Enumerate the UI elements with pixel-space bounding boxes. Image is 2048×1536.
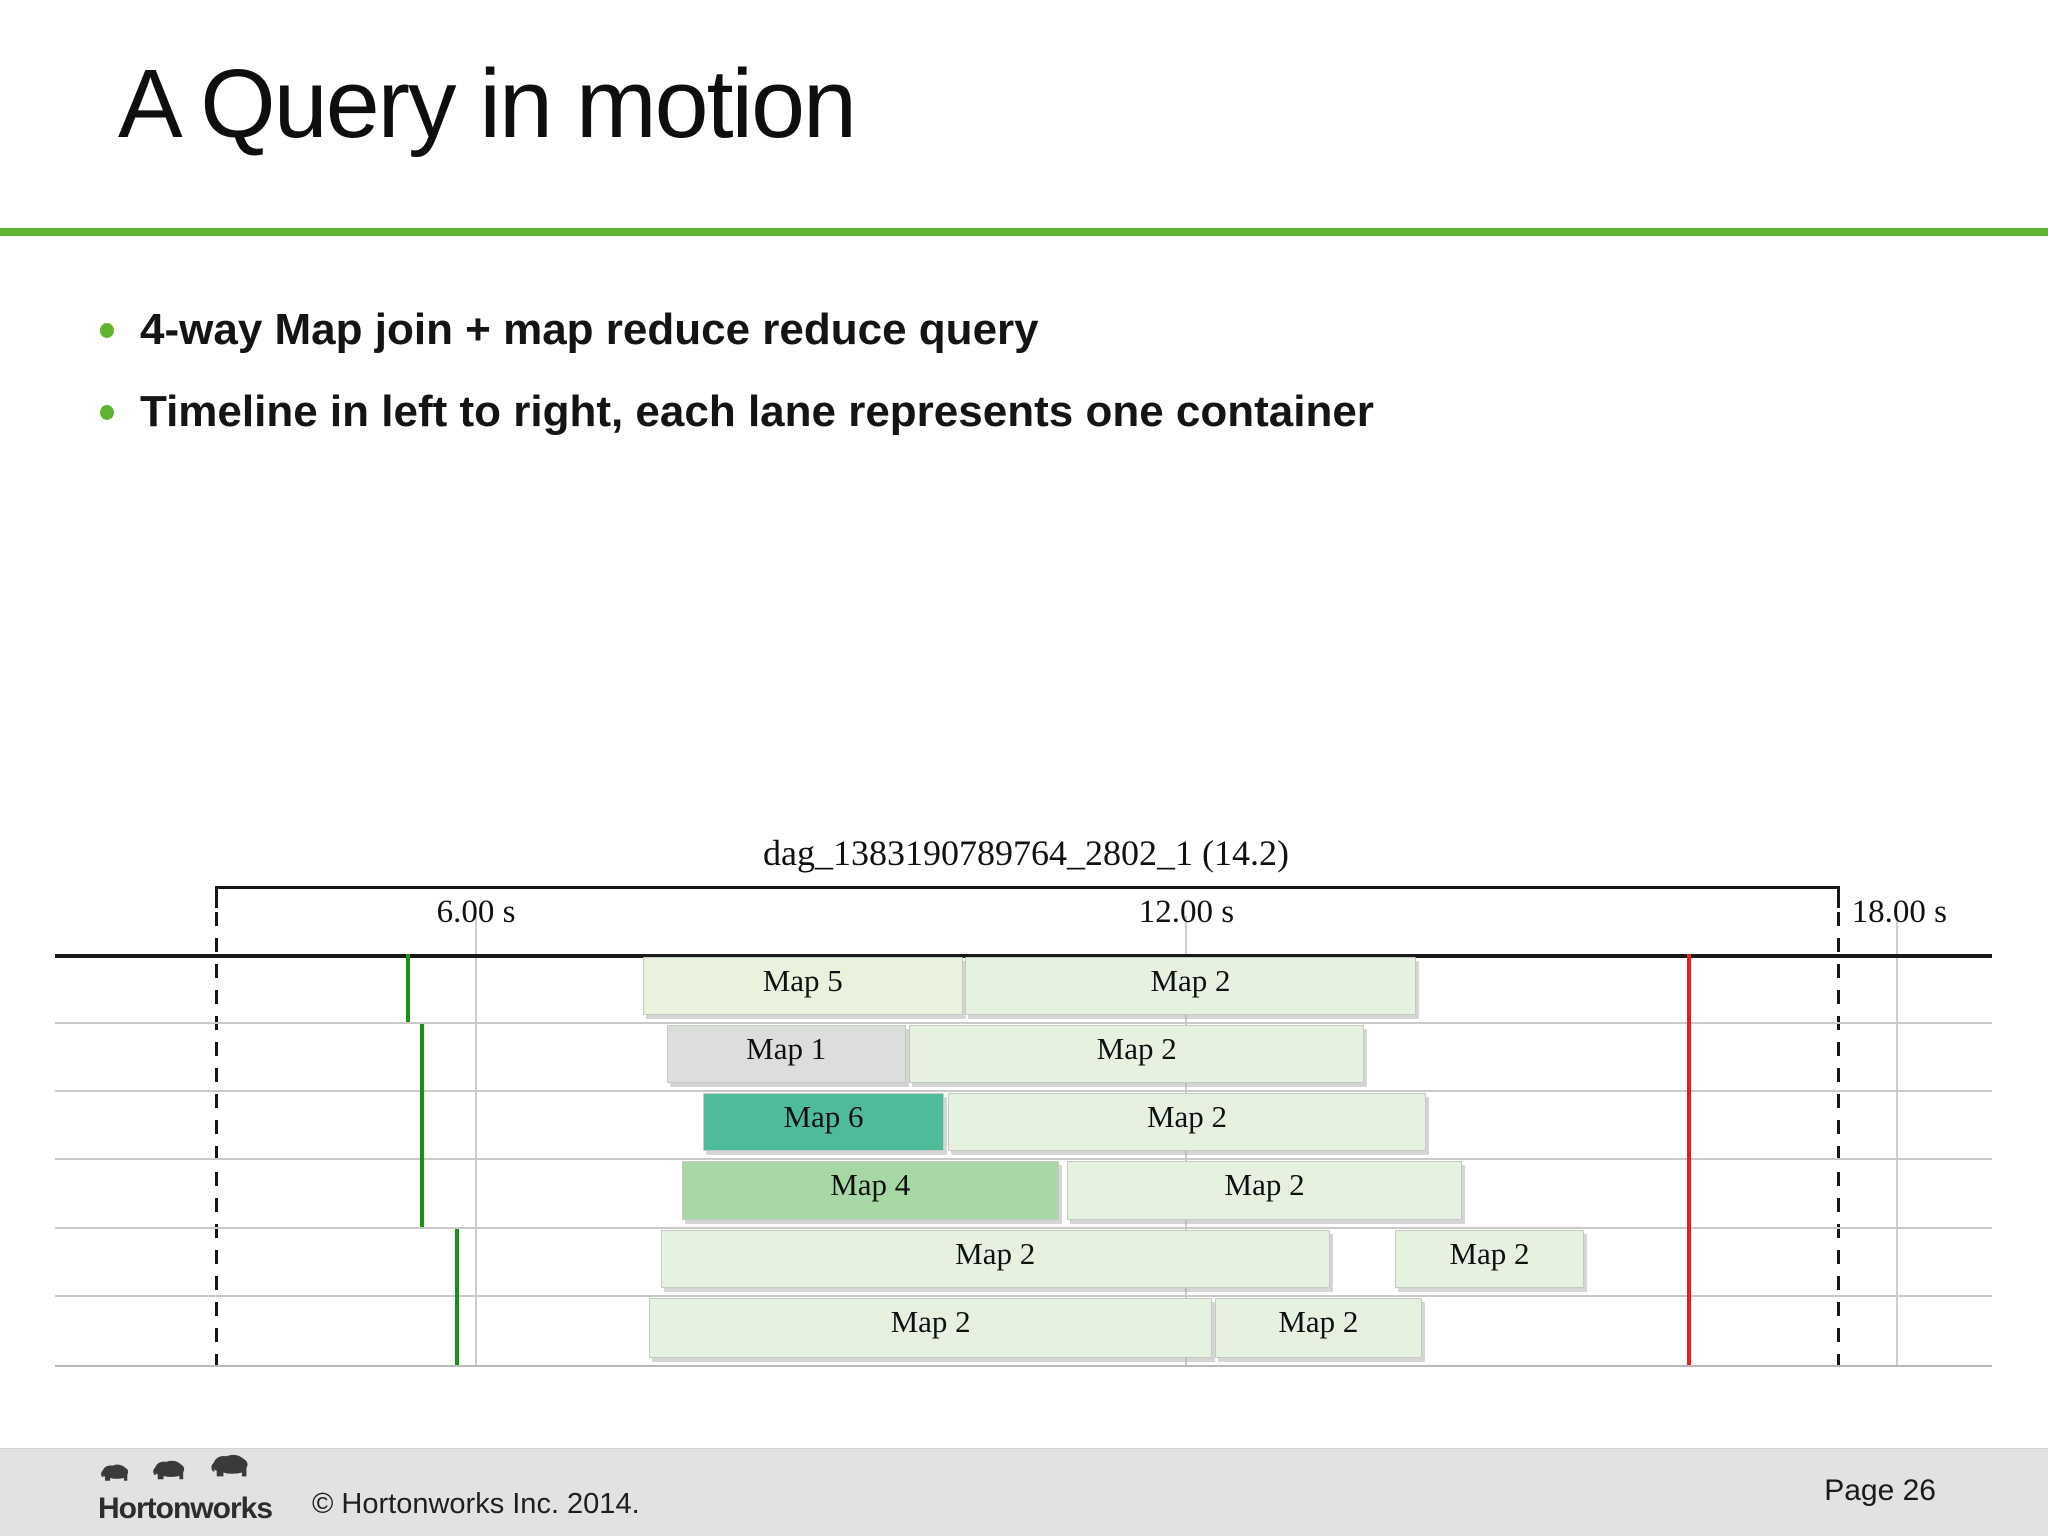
hortonworks-logo: Hortonworks bbox=[96, 1452, 286, 1530]
gantt-bar: Map 2 bbox=[1066, 1161, 1463, 1220]
accent-rule bbox=[0, 228, 2048, 236]
lane-separator bbox=[55, 1158, 1992, 1160]
bullet-text: 4-way Map join + map reduce reduce query bbox=[140, 305, 1039, 354]
window-edge-tick bbox=[214, 886, 218, 908]
gantt-bar-label: Map 1 bbox=[746, 1031, 827, 1066]
container-start-marker bbox=[454, 1229, 459, 1365]
gantt-bar: Map 2 bbox=[909, 1025, 1364, 1083]
gantt-bar-label: Map 2 bbox=[1096, 1031, 1177, 1066]
time-window-bracket bbox=[215, 886, 1838, 889]
axis-tick-label: 12.00 s bbox=[1138, 894, 1235, 930]
axis-gridline bbox=[1895, 916, 1898, 1365]
axis-tick-label: 6.00 s bbox=[436, 894, 516, 930]
gantt-bar-label: Map 5 bbox=[762, 963, 843, 998]
lane-separator bbox=[55, 1022, 1992, 1024]
gantt-bar: Map 2 bbox=[660, 1230, 1330, 1288]
container-start-marker bbox=[420, 1024, 425, 1227]
dag-end-marker bbox=[1687, 954, 1692, 1365]
logo-text: Hortonworks bbox=[98, 1492, 273, 1525]
footer-band bbox=[0, 1448, 2048, 1536]
gantt-bar: Map 2 bbox=[648, 1298, 1213, 1358]
bullet-dot-icon bbox=[100, 322, 114, 338]
lane-separator bbox=[55, 1227, 1992, 1229]
gantt-bar: Map 2 bbox=[964, 957, 1417, 1015]
axis-baseline bbox=[55, 954, 1992, 958]
bullet-item: 4-way Map join + map reduce reduce query bbox=[100, 300, 1039, 360]
gantt-bar-label: Map 2 bbox=[1146, 1099, 1228, 1134]
axis-tick-label: 18.00 s bbox=[1851, 894, 1947, 930]
copyright-text: © Hortonworks Inc. 2014. bbox=[312, 1488, 640, 1520]
bullet-text: Timeline in left to right, each lane rep… bbox=[140, 387, 1374, 436]
page-title: A Query in motion bbox=[118, 49, 857, 158]
gantt-bar-label: Map 2 bbox=[1224, 1167, 1305, 1202]
container-start-marker bbox=[406, 954, 411, 1022]
bullet-item: Timeline in left to right, each lane rep… bbox=[100, 382, 1374, 442]
axis-gridline bbox=[475, 916, 477, 1365]
gantt-bar-label: Map 2 bbox=[955, 1236, 1036, 1271]
gantt-bar-label: Map 2 bbox=[1449, 1236, 1530, 1271]
lane-separator bbox=[55, 1090, 1992, 1092]
bullet-dot-icon bbox=[100, 404, 114, 420]
page-number: Page 26 bbox=[1824, 1474, 1936, 1507]
gantt-bar: Map 4 bbox=[682, 1161, 1059, 1220]
lane-separator bbox=[55, 1295, 1992, 1297]
gantt-bar: Map 2 bbox=[948, 1093, 1426, 1151]
gantt-bar-label: Map 2 bbox=[1150, 963, 1231, 998]
window-edge-dashed-line bbox=[1836, 912, 1840, 1365]
elephants-icon bbox=[101, 1454, 248, 1481]
gantt-bar: Map 5 bbox=[642, 957, 963, 1015]
chart-title: dag_1383190789764_2802_1 (14.2) bbox=[763, 833, 1289, 873]
gantt-bar-label: Map 4 bbox=[830, 1167, 911, 1202]
gantt-bar-label: Map 2 bbox=[890, 1304, 971, 1339]
gantt-bar-label: Map 6 bbox=[783, 1099, 864, 1134]
gantt-bar: Map 6 bbox=[703, 1093, 944, 1151]
gantt-bar-label: Map 2 bbox=[1278, 1304, 1359, 1339]
window-edge-dashed-line bbox=[214, 912, 218, 1365]
gantt-bar: Map 2 bbox=[1214, 1298, 1422, 1358]
gantt-bar: Map 1 bbox=[666, 1025, 906, 1083]
gantt-bar: Map 2 bbox=[1394, 1230, 1585, 1288]
chart-bottom-line bbox=[55, 1365, 1992, 1367]
window-edge-tick bbox=[1836, 886, 1840, 908]
